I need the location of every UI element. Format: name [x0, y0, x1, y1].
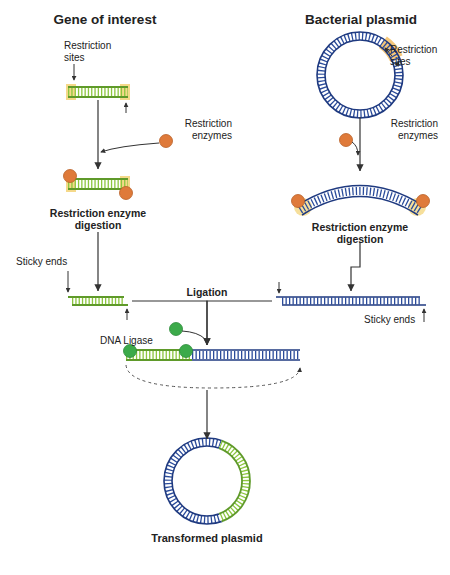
- leader-arrow: [126, 103, 127, 113]
- stage-label: Transformed plasmid: [127, 532, 287, 545]
- plasmid-strand: [172, 446, 242, 516]
- leader-arrow: [127, 309, 128, 320]
- plasmid-strand: [282, 304, 426, 306]
- dna-strand: [68, 178, 128, 180]
- flow-arrow: [359, 117, 360, 171]
- stage-label: Restriction enzyme digestion: [42, 207, 154, 231]
- dna-rungs: [72, 298, 124, 305]
- ligase-ball: [170, 323, 183, 336]
- enzyme-ball: [340, 134, 353, 147]
- plasmid-rungs: [168, 442, 246, 520]
- stage-label: Restriction enzyme digestion: [304, 221, 416, 245]
- edge-label: Ligation: [167, 286, 247, 298]
- flow-arrow: [351, 242, 360, 291]
- dna-rungs: [68, 180, 128, 189]
- plasmid-strand: [325, 40, 395, 110]
- dna-strand: [68, 96, 128, 98]
- stage-box: Sticky ends: [272, 292, 430, 310]
- stage-box: Sticky ends: [64, 292, 132, 310]
- dna-strand: [72, 304, 128, 306]
- stage-box: Bacterial plasmid: [318, 33, 402, 117]
- stage-box: Transformed plasmid: [166, 440, 248, 522]
- dna-strand: [68, 188, 128, 190]
- stage-label: Sticky ends: [16, 256, 76, 268]
- plasmid-strand: [192, 349, 300, 351]
- stage-box: Restriction enzyme digestion: [48, 170, 148, 232]
- insert-strand: [222, 441, 250, 522]
- enzyme-ball: [64, 170, 77, 183]
- enzyme-ball: [417, 195, 430, 208]
- ligase-arrow: [182, 331, 205, 339]
- plasmid-strand: [192, 359, 300, 361]
- dna-strand: [68, 86, 128, 88]
- ligase-ball: [124, 345, 137, 358]
- flow-arrow: [97, 232, 98, 291]
- annotation: Restriction sites: [390, 44, 442, 67]
- plasmid-rungs: [321, 36, 399, 114]
- stage-label: Bacterial plasmid: [296, 12, 426, 28]
- leader-arrow: [279, 282, 280, 293]
- stage-label: DNA Ligase: [100, 335, 170, 347]
- leader-arrow: [68, 271, 69, 292]
- enzyme-ball: [160, 135, 173, 148]
- dna-strand: [68, 296, 124, 298]
- plasmid-strand: [302, 197, 418, 216]
- insert-strand: [219, 448, 242, 514]
- flow-arrow: [97, 100, 98, 169]
- leader-arrow: [74, 64, 75, 80]
- enzyme-arrow: [101, 143, 159, 152]
- plasmid-strand: [164, 438, 250, 524]
- stage-box: DNA Ligase: [114, 346, 300, 390]
- stage-label: Gene of interest: [40, 12, 170, 28]
- plasmid-rungs: [282, 298, 420, 305]
- annotation: Restriction sites: [64, 40, 120, 63]
- stage-box: Gene of interest: [62, 82, 134, 100]
- enzyme-arrow: [352, 142, 358, 155]
- enzyme-ball: [292, 195, 305, 208]
- plasmid-strand: [276, 296, 420, 298]
- stage-box: Restriction enzyme digestion: [292, 172, 428, 242]
- leader-arrow: [424, 309, 425, 322]
- dna-strand: [126, 359, 192, 361]
- dna-rungs: [68, 88, 128, 97]
- ligase-ball: [180, 345, 193, 358]
- flow-arrow: [206, 390, 207, 439]
- stage-label: Sticky ends: [364, 314, 420, 326]
- plasmid-rungs: [192, 351, 300, 359]
- plasmid-strand: [298, 186, 422, 206]
- circularise-arc: [126, 365, 300, 388]
- annotation: Restriction enzymes: [168, 118, 232, 141]
- flow-arrow: [207, 301, 272, 345]
- enzyme-ball: [120, 187, 133, 200]
- annotation: Restriction enzymes: [374, 118, 438, 141]
